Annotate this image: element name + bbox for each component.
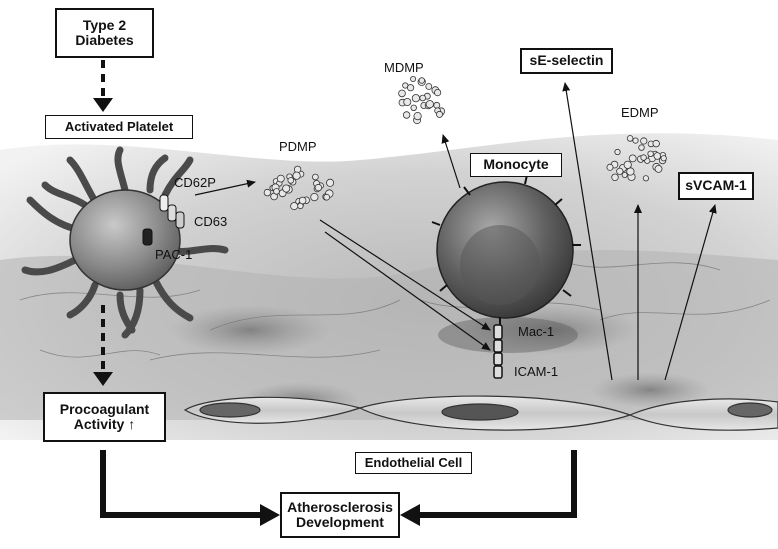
microparticle — [310, 193, 319, 202]
microparticle — [642, 175, 650, 182]
monocyte-spikes — [431, 174, 581, 325]
se-selectin-label: sE-selectin — [529, 52, 604, 69]
pac1-label: PAC-1 — [155, 247, 193, 262]
activated-platelet-box: Activated Platelet — [45, 115, 193, 139]
atherosclerosis-label: Atherosclerosis Development — [287, 498, 393, 530]
microparticle — [640, 137, 648, 145]
microparticle — [606, 163, 614, 171]
microparticle — [314, 183, 323, 192]
mac1-icam1-complex — [493, 324, 503, 379]
microparticle — [411, 94, 420, 103]
microparticle — [326, 178, 335, 187]
microparticle — [287, 177, 295, 184]
microparticle — [621, 171, 628, 178]
microparticle — [425, 83, 433, 90]
microparticle — [433, 89, 442, 97]
type-2-diabetes-box: Type 2 Diabetes — [55, 8, 154, 58]
microparticle — [623, 160, 632, 169]
microparticle — [640, 154, 647, 161]
microparticle — [632, 137, 639, 144]
svcam1-box: sVCAM-1 — [678, 172, 754, 200]
pdmp-label: PDMP — [279, 139, 317, 154]
monocyte-box: Monocyte — [470, 153, 562, 177]
microparticle — [402, 111, 411, 119]
activated-platelet-label: Activated Platelet — [64, 118, 174, 134]
microparticle — [616, 167, 624, 175]
microparticle — [638, 144, 645, 151]
atherosclerosis-box: Atherosclerosis Development — [280, 492, 400, 538]
elbow-arrows — [100, 450, 577, 518]
se-selectin-box: sE-selectin — [520, 48, 613, 74]
microparticle — [276, 174, 285, 183]
microparticle — [263, 188, 272, 197]
microparticle — [292, 171, 301, 180]
microparticle — [290, 202, 299, 211]
microparticle — [626, 167, 635, 176]
edmp-particles — [606, 135, 667, 182]
pdmp-particles — [263, 165, 335, 211]
microparticle — [293, 165, 302, 174]
microparticle — [435, 110, 443, 118]
endothelial-cell-box: Endothelial Cell — [355, 452, 472, 474]
svcam1-label: sVCAM-1 — [685, 177, 747, 194]
microparticle — [413, 112, 422, 121]
mdmp-label: MDMP — [384, 60, 424, 75]
endothelial-cell-layer — [183, 395, 778, 431]
procoagulant-activity-label: Procoagulant Activity ↑ — [59, 400, 150, 432]
microparticle — [298, 196, 307, 205]
microparticle — [323, 193, 331, 201]
microparticle — [419, 94, 427, 102]
microparticle — [652, 139, 660, 148]
microparticle — [647, 150, 654, 157]
icam1-label: ICAM-1 — [514, 364, 559, 379]
microparticle — [410, 104, 417, 111]
mac1-label: Mac-1 — [518, 324, 555, 339]
cd63-label: CD63 — [194, 214, 228, 229]
procoagulant-activity-box: Procoagulant Activity ↑ — [43, 392, 166, 442]
microparticle — [660, 155, 667, 162]
microparticle — [611, 173, 619, 181]
microparticle — [628, 154, 637, 163]
microparticle — [406, 84, 415, 92]
microparticle — [282, 184, 291, 193]
microparticle — [614, 148, 621, 156]
microparticle — [418, 77, 425, 84]
microparticle — [654, 164, 663, 173]
microparticle — [410, 76, 417, 83]
type-2-diabetes-label: Type 2 Diabetes — [75, 16, 134, 48]
microparticle — [312, 173, 319, 181]
activated-platelet-body — [69, 189, 181, 291]
microparticle — [653, 152, 662, 160]
cd62p-label: CD62P — [174, 175, 216, 190]
microparticle — [433, 101, 441, 109]
microparticle — [626, 135, 634, 142]
microparticle — [403, 98, 412, 107]
microparticle — [425, 100, 434, 109]
mdmp-particles — [398, 76, 446, 125]
edmp-label: EDMP — [621, 105, 659, 120]
endothelial-cell-label: Endothelial Cell — [364, 454, 463, 470]
thin-arrows — [194, 82, 717, 381]
microparticle — [398, 89, 406, 98]
microparticle — [273, 188, 280, 195]
platelet-receptors — [142, 194, 185, 246]
monocyte-label: Monocyte — [483, 156, 549, 173]
